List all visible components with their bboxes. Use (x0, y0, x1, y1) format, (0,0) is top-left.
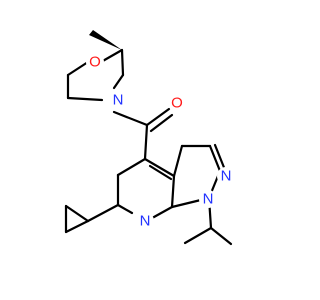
pyrazole-double-bond-ch-n2 (213, 143, 227, 172)
morpholine-bond-c2-c3 (120, 48, 125, 77)
amide-bond-n-carbonyl (112, 110, 149, 127)
morpholine-bond-n-c5 (66, 96, 104, 102)
carbonyl-oxygen-label: O (171, 95, 183, 112)
morpholine-bond-c3-n (112, 73, 125, 90)
cyclopropane-bond-3 (64, 219, 90, 234)
morpholine-oxygen-label: O (89, 54, 101, 71)
morpholine-nitrogen-label-background (109, 91, 127, 109)
morpholine-bond-o-c2 (99, 48, 124, 64)
methyl-wedge-bond (89, 30, 122, 50)
pyrazole-n1-label: N (203, 191, 214, 208)
pyridine-nitrogen-label: N (140, 213, 151, 230)
morpholine-oxygen-label-background (86, 53, 104, 71)
molecule-svg: O N O N N N (64, 30, 235, 246)
carbonyl-double-bond-back (149, 113, 174, 133)
carbonyl-oxygen-label-background (168, 94, 186, 112)
morpholine-nitrogen-label: N (113, 92, 124, 109)
pyrazole-n1-label-background (199, 190, 217, 208)
atom-labels: O N O N N N (86, 53, 235, 230)
pyridine-inner-double-bond (148, 164, 173, 181)
pyridine-nitrogen-label-background (136, 212, 154, 230)
pyrazole-n2-label: N (221, 168, 232, 185)
molecule-structure-diagram: O N O N N N (64, 30, 235, 246)
pyridine-bond-c7a-c3a (170, 174, 176, 209)
carbonyl-single-bond-front (145, 107, 171, 127)
morpholine-bond-c6-o (66, 60, 90, 77)
cyclopropane-bond-1 (64, 204, 90, 223)
pyridine-bond-c3a-c4 (143, 157, 176, 178)
cyclopropyl-attachment-bond (86, 203, 120, 223)
carbonyl-to-ring-bond (143, 123, 149, 161)
isopropyl-right-methyl-bond (209, 226, 233, 246)
isopropyl-left-methyl-bond (183, 226, 213, 245)
pyridine-bond-c4-c5 (116, 157, 147, 177)
pyrazole-n2-label-background (217, 167, 235, 185)
pyrazole-bond-ch-n2 (208, 144, 222, 173)
pyrazole-bond-c3a-c3 (172, 144, 184, 178)
pyridine-bond-c6-n7 (116, 203, 134, 215)
